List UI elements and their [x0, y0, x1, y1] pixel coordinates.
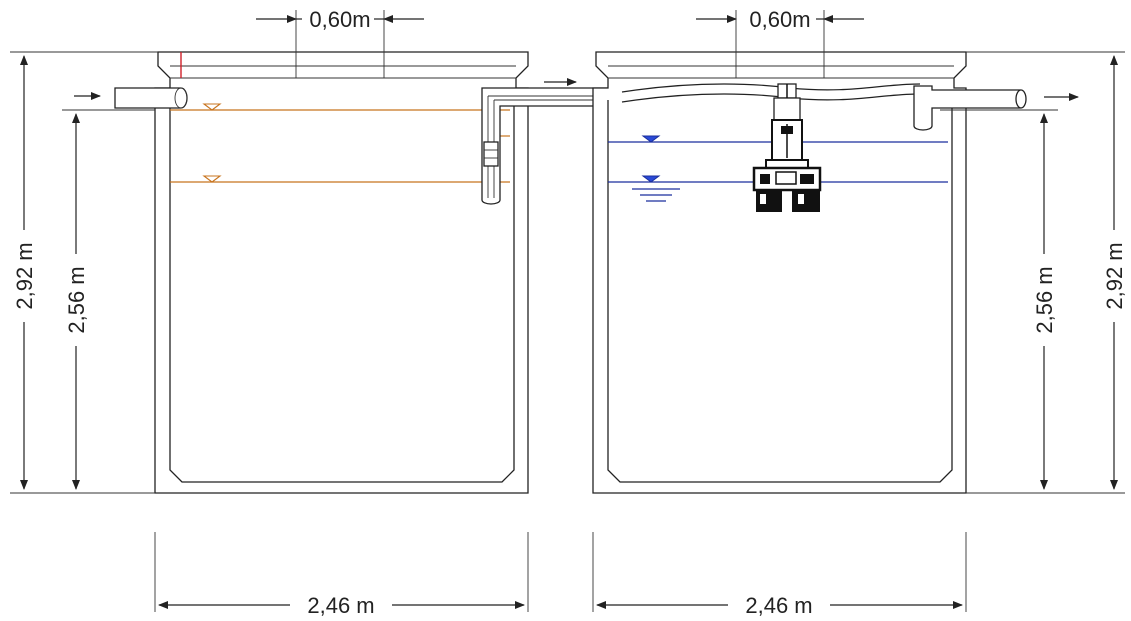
dimension-height-total-right: 2,92 m [1102, 55, 1127, 490]
opening-dimension-label: 0,60m [309, 7, 370, 32]
water-level-triangle-icon [202, 175, 222, 183]
height-dimension-label: 2,56 m [1032, 266, 1057, 333]
dimension-width-left: 2,46 m [154, 532, 529, 618]
water-level-triangle-icon [641, 175, 661, 183]
dimension-opening-right: 0,60m [696, 7, 864, 52]
dimension-height-total-left: 2,92 m [10, 51, 158, 494]
dimension-height-water-right: 2,56 m [940, 51, 1125, 494]
width-dimension-label: 2,46 m [307, 593, 374, 618]
opening-dimension-label: 0,60m [749, 7, 810, 32]
dimension-width-right: 2,46 m [592, 532, 967, 618]
right-tank [592, 51, 1027, 494]
height-dimension-label: 2,92 m [1102, 242, 1127, 309]
width-dimension-label: 2,46 m [745, 593, 812, 618]
left-tank [114, 51, 624, 494]
submersible-pump-icon [752, 83, 822, 212]
height-dimension-label: 2,92 m [12, 242, 37, 309]
height-dimension-label: 2,56 m [64, 266, 89, 333]
outlet-pipe [913, 85, 1027, 131]
water-level-triangle-icon [202, 103, 222, 111]
water-level-triangle-icon [641, 135, 661, 143]
inlet-pipe [114, 87, 188, 109]
dimension-opening-left: 0,60m [256, 7, 424, 52]
dimension-height-water-left: 2,56 m [62, 109, 155, 490]
